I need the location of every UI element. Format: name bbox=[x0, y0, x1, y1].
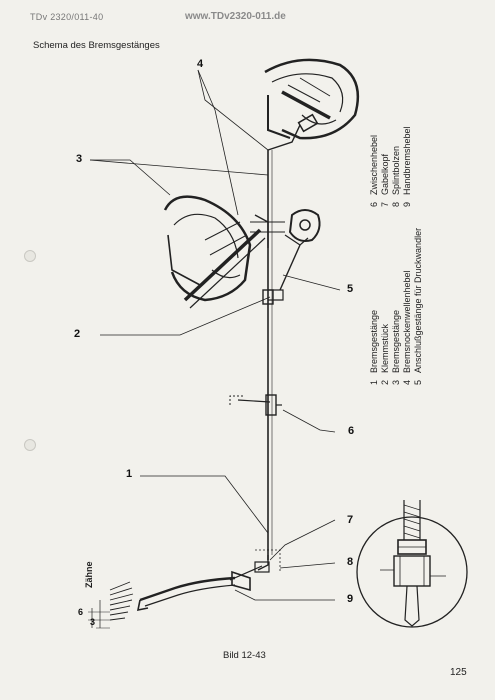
turnbuckle-detail bbox=[356, 500, 468, 628]
callout-1: 1 bbox=[126, 468, 133, 480]
figure-caption: Bild 12-43 bbox=[223, 650, 266, 661]
handbrake-assembly bbox=[136, 549, 281, 612]
document-code: TDv 2320/011-40 bbox=[30, 12, 104, 22]
ratchet-teeth bbox=[88, 581, 134, 629]
binder-hole-top bbox=[24, 250, 36, 262]
pressure-converter bbox=[268, 209, 321, 301]
callout-8: 8 bbox=[347, 556, 354, 568]
website-watermark: www.TDv2320-011.de bbox=[185, 11, 286, 22]
callout-9: 9 bbox=[347, 593, 354, 605]
legend-item: 3Bremsgestänge bbox=[391, 309, 401, 385]
legend-item: 6Zwischenhebel bbox=[369, 134, 379, 207]
lower-brake-drum bbox=[163, 195, 285, 309]
legend-left-column: 1Bremsgestänge 2Klemmstück 3Bremsgestäng… bbox=[369, 228, 424, 385]
legend-item: 8Splintbolzen bbox=[391, 145, 401, 207]
callout-7: 7 bbox=[347, 514, 354, 526]
page-number: 125 bbox=[450, 667, 467, 678]
legend-item: 7Gabelkopf bbox=[380, 153, 390, 207]
page-title: Schema des Bremsgestänges bbox=[33, 40, 160, 51]
teeth-label: Zähne bbox=[84, 561, 94, 588]
callout-6: 6 bbox=[348, 425, 355, 437]
legend-item: 5Anschlußgestänge für Druckwandler bbox=[413, 227, 423, 385]
callout-4: 4 bbox=[197, 58, 204, 70]
upper-brake-drum bbox=[264, 58, 360, 151]
teeth-dim-inner: 3 bbox=[90, 617, 96, 627]
clamp-piece bbox=[262, 289, 274, 305]
callout-5: 5 bbox=[347, 283, 354, 295]
legend-item: 4Bremsnockenwellenhebel bbox=[402, 270, 412, 385]
legend-item: 2Klemmstück bbox=[380, 323, 390, 385]
legend-right-column: 6Zwischenhebel 7Gabelkopf 8Splintbolzen … bbox=[369, 126, 413, 207]
leader-lines bbox=[89, 69, 341, 601]
binder-hole-bottom bbox=[24, 439, 36, 451]
legend-item: 9Handbremshebel bbox=[402, 126, 412, 207]
legend-item: 1Bremsgestänge bbox=[369, 309, 379, 385]
teeth-dim-outer: 6 bbox=[78, 607, 84, 617]
intermediate-lever bbox=[229, 394, 282, 416]
callout-3: 3 bbox=[76, 153, 83, 165]
callout-2: 2 bbox=[74, 328, 81, 340]
